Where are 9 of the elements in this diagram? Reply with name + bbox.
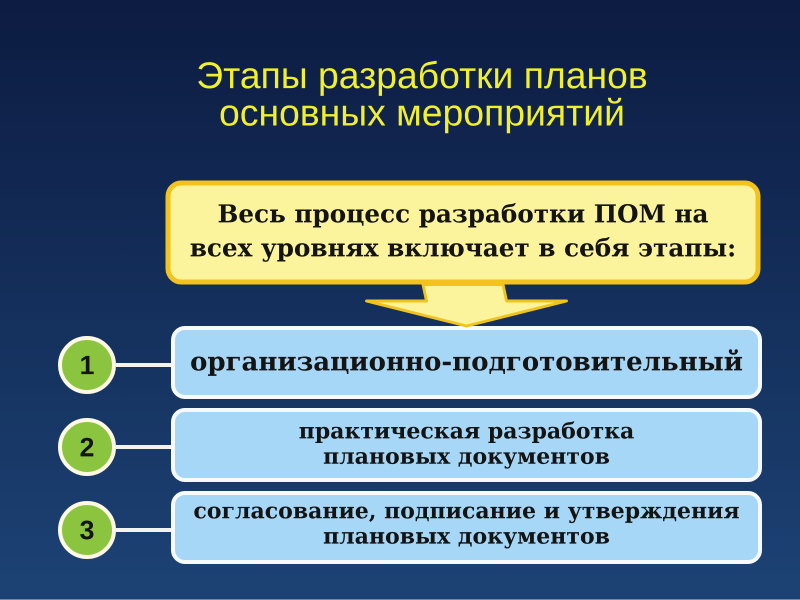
stage-box: организационно-подготовительный bbox=[171, 326, 762, 399]
callout-box: Весь процесс разработки ПОМ на всех уровнях включает в себя этапы: bbox=[166, 180, 760, 284]
connector-line bbox=[116, 528, 171, 532]
stage-box: практическая разработка плановых документов bbox=[171, 408, 762, 482]
title: Этапы разработки планов основных мероприятий bbox=[198, 60, 646, 134]
connector-line bbox=[116, 363, 171, 367]
stage-box: согласование, подписание и утверждения плановых документов bbox=[171, 491, 762, 564]
block-arrow bbox=[365, 283, 568, 328]
connector-line bbox=[116, 445, 171, 449]
